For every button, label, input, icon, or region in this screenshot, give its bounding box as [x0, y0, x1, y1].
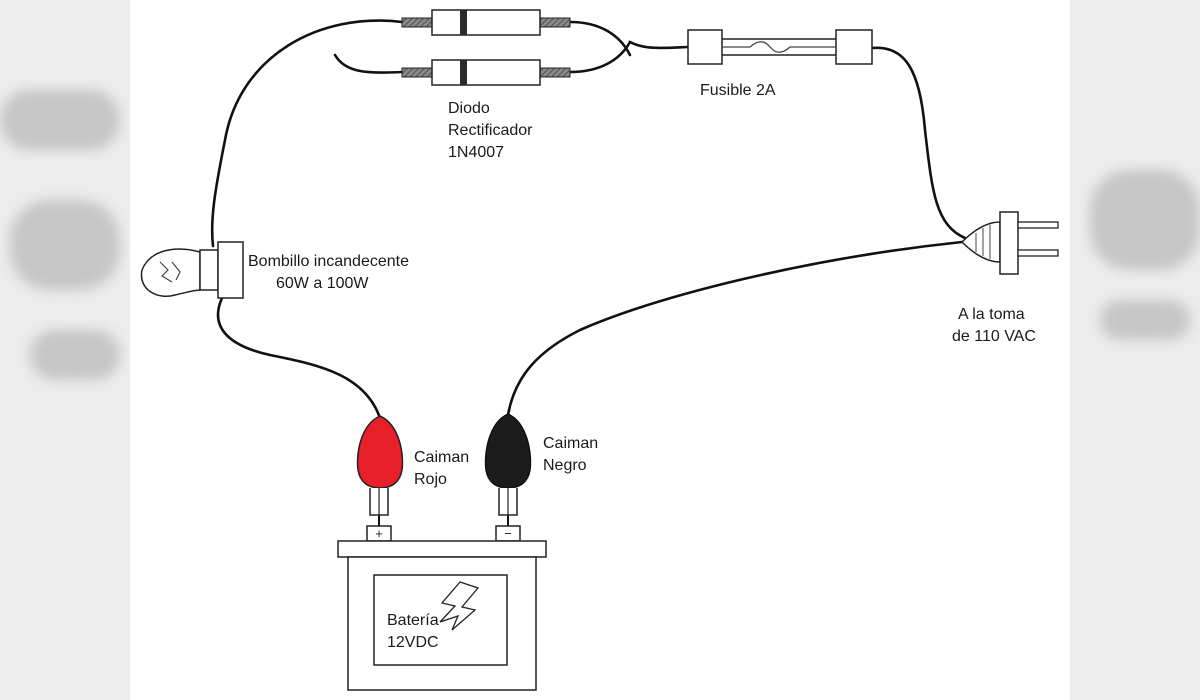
battery-label-line2: 12VDC — [387, 634, 439, 651]
black-clip-label: Caiman Negro — [543, 433, 598, 477]
light-bulb — [140, 241, 244, 299]
battery-label: Batería 12VDC — [387, 610, 439, 654]
red-alligator-clip — [356, 415, 404, 516]
bulb-label-line1: Bombillo incandecente — [248, 253, 409, 270]
terminal-negative-label: − — [504, 526, 512, 541]
outlet-label-line1: A la toma — [958, 306, 1025, 323]
wire-fuse-to-outlet — [870, 46, 967, 240]
red-clip-label: Caiman Rojo — [414, 447, 469, 491]
lightning-icon — [439, 581, 480, 631]
diode-upper — [401, 9, 571, 36]
terminal-positive-label: + — [375, 526, 383, 541]
blurred-background-right — [1070, 0, 1200, 700]
battery-label-line1: Batería — [387, 612, 439, 629]
bulb-label-line2: 60W a 100W — [276, 275, 369, 292]
wires — [210, 19, 967, 531]
red-clip-label-line1: Caiman — [414, 449, 470, 466]
outlet-label: A la toma de 110 VAC — [952, 304, 1036, 348]
wire-bulb-to-red-clip — [216, 296, 382, 420]
wire-lower-diode-left — [333, 53, 404, 74]
fuse-label: Fusible 2A — [700, 82, 776, 99]
fuse-component — [687, 29, 873, 65]
black-clip-label-line2: Negro — [543, 457, 587, 474]
bulb-label: Bombillo incandecente 60W a 100W — [248, 251, 409, 295]
wire-diode-to-bulb — [210, 19, 404, 248]
diode-label: Diodo Rectificador 1N4007 — [448, 98, 532, 164]
wall-plug — [960, 211, 1059, 275]
black-clip-label-line1: Caiman — [543, 435, 599, 452]
diode-label-line2: Rectificador — [448, 122, 533, 139]
battery — [337, 525, 547, 691]
blurred-background-left — [0, 0, 130, 700]
outlet-label-line2: de 110 VAC — [952, 328, 1036, 345]
diode-label-line3: 1N4007 — [448, 144, 505, 161]
wire-upper-diode-right — [568, 20, 632, 57]
black-alligator-clip — [484, 413, 532, 516]
circuit-diagram: + − — [140, 9, 1059, 691]
diode-lower — [401, 59, 571, 86]
wire-lower-diode-right — [568, 40, 690, 74]
circuit-diagram-card: + − Diodo Rectificador 1N4007 Fusible 2A… — [130, 0, 1070, 700]
diode-label-line1: Diodo — [448, 100, 490, 117]
red-clip-label-line2: Rojo — [414, 471, 447, 488]
wire-outlet-to-black-clip — [506, 240, 964, 417]
